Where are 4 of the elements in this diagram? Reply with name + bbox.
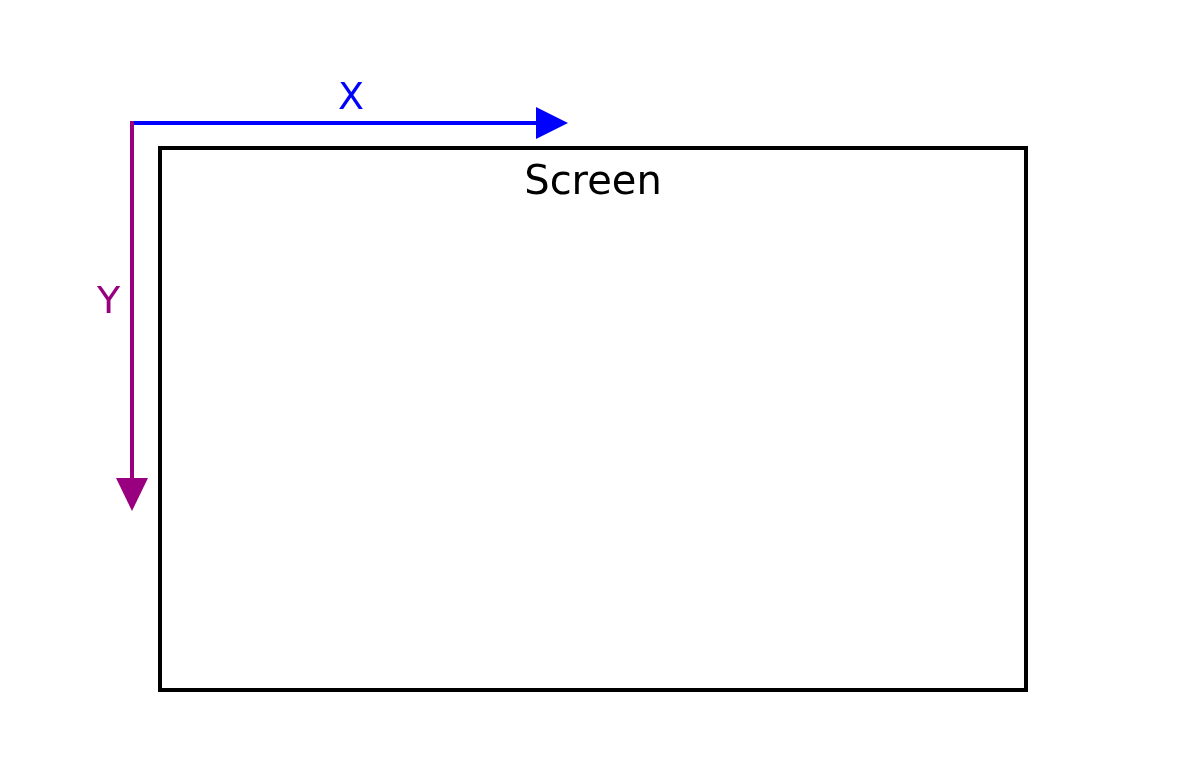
y-axis-label: Y — [97, 278, 121, 322]
screen-label: Screen — [524, 156, 662, 204]
x-axis-label: X — [338, 74, 365, 118]
screen-rectangle — [158, 146, 1028, 692]
